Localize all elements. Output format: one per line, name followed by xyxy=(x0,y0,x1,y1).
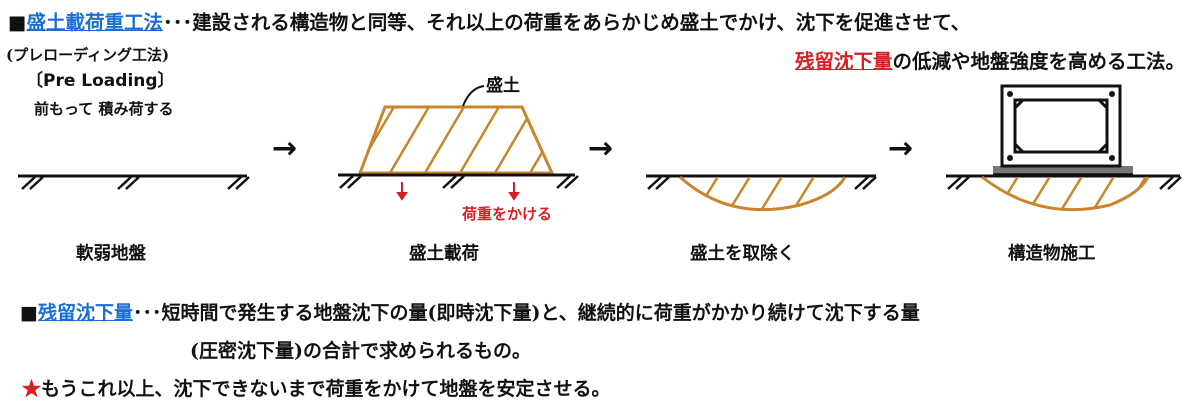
stage-label-remove-embankment: 盛土を取除く xyxy=(690,244,795,264)
residual-settlement-definition-term: 残留沈下量 xyxy=(37,302,133,324)
note-line: ★もうこれ以上、沈下できないまで荷重をかけて地盤を安定させる。 xyxy=(22,374,610,401)
stage-label-soft-ground: 軟弱地盤 xyxy=(76,244,146,264)
header-line-2: 残留沈下量の低減や地盤強度を高める工法。 xyxy=(795,45,1185,74)
load-label: 荷重をかける xyxy=(462,205,552,223)
header-line: ■盛土載荷重工法･･･建設される構造物と同等、それ以上の荷重をあらかじめ盛土でか… xyxy=(8,6,970,35)
stage-label-embankment-loading: 盛土載荷 xyxy=(409,244,479,264)
definition-text-1: 短時間で発生する地盤沈下の量(即時沈下量)と、継続的に荷重がかかり続けて沈下する… xyxy=(161,302,920,324)
alias-meaning: 前もって 積み荷する xyxy=(34,100,174,118)
arrow-3: → xyxy=(888,131,913,166)
definition-line-2: (圧密沈下量)の合計で求められるもの。 xyxy=(190,340,531,362)
definition-line-1: ■残留沈下量･･･短時間で発生する地盤沈下の量(即時沈下量)と、継続的に荷重がか… xyxy=(20,298,920,325)
embankment-label: 盛土 xyxy=(486,75,520,96)
star-icon: ★ xyxy=(22,378,42,400)
embankment xyxy=(357,85,555,175)
loaded-ground xyxy=(338,173,579,189)
method-term: 盛土載荷重工法 xyxy=(26,11,163,34)
soft-ground xyxy=(18,174,250,190)
box-culvert xyxy=(1000,84,1122,168)
settled-ground xyxy=(646,174,877,212)
square-bullet: ■ xyxy=(8,11,27,34)
note-text: もうこれ以上、沈下できないまで荷重をかけて地盤を安定させる。 xyxy=(41,378,611,400)
structure-ground xyxy=(946,166,1182,212)
residual-settlement-term: 残留沈下量 xyxy=(794,50,893,73)
dots: ･･･ xyxy=(162,11,193,34)
stage-label-structure-construction: 構造物施工 xyxy=(1008,244,1096,264)
header-text-2: の低減や地盤強度を高める工法。 xyxy=(892,50,1185,73)
alias-katakana: (プレローディング工法) xyxy=(6,46,170,64)
load-arrows xyxy=(396,182,520,201)
arrow-1: → xyxy=(272,131,297,166)
square-bullet: ■ xyxy=(20,302,38,324)
header-text-1: 建設される構造物と同等、それ以上の荷重をあらかじめ盛土でかけ、沈下を促進させて、 xyxy=(192,11,971,34)
arrow-2: → xyxy=(588,131,613,166)
alias-english: 〔Pre Loading〕 xyxy=(26,71,175,91)
flow-arrows: → → → xyxy=(272,131,913,166)
dots: ･･･ xyxy=(132,302,162,324)
